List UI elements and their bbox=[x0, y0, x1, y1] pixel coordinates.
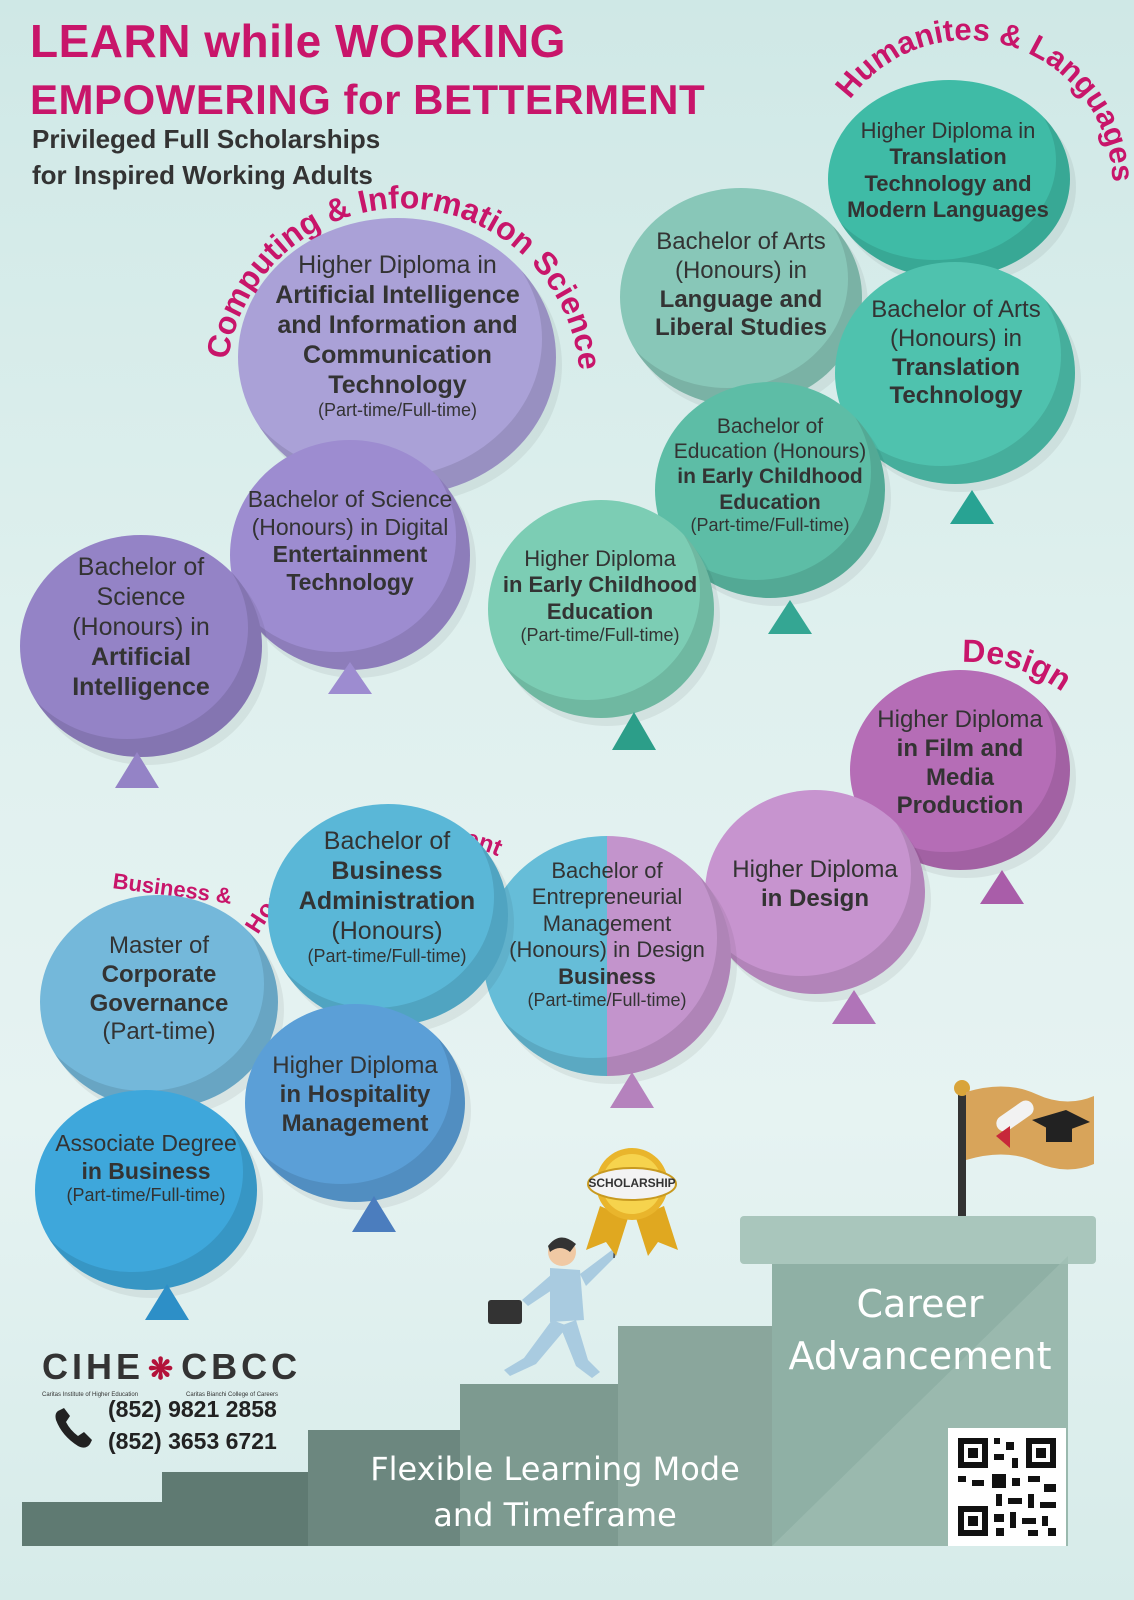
stair-step-3 bbox=[308, 1430, 462, 1546]
balloon-hd-hm bbox=[245, 1004, 465, 1202]
balloon-ba-lls bbox=[620, 188, 862, 406]
balloon-bsc-ai bbox=[20, 535, 262, 757]
balloon-ba-tt-text: Bachelor of Arts (Honours) in Translatio… bbox=[871, 296, 1041, 410]
subheadline-line1: Privileged Full Scholarships bbox=[32, 124, 381, 154]
balloon-ad-bus-knot bbox=[145, 1284, 189, 1320]
balloon-hd-ttml-text: Higher Diploma in Translation Technology… bbox=[847, 118, 1049, 223]
logo-left-caption: Caritas Institute of Higher Education bbox=[42, 1392, 139, 1398]
phone-number-1[interactable]: (852) 9821 2858 bbox=[108, 1396, 277, 1422]
balloon-hd-ece bbox=[488, 500, 714, 718]
balloon-hd-fmp-knot bbox=[980, 870, 1024, 904]
balloon-bsc-det-knot bbox=[328, 662, 372, 694]
stair-top-cap bbox=[740, 1216, 1096, 1264]
stair-step-5 bbox=[618, 1326, 774, 1546]
flag-pole bbox=[958, 1086, 966, 1216]
balloon-hd-design bbox=[705, 790, 925, 994]
balloon-hd-design-text: Higher Diploma in Design bbox=[732, 856, 898, 912]
balloon-bem-db-knot bbox=[610, 1072, 654, 1108]
balloon-bba bbox=[268, 804, 508, 1026]
qr-code-pattern bbox=[958, 1438, 1056, 1536]
balloon-hd-hm-text: Higher Diploma in Hospitality Management bbox=[272, 1052, 438, 1137]
balloon-ad-bus bbox=[35, 1090, 257, 1290]
balloon-bsc-ai-knot bbox=[115, 752, 159, 788]
balloon-hd-fmp-text: Higher Diploma in Film and Media Product… bbox=[877, 706, 1043, 820]
stair-step-2 bbox=[162, 1472, 310, 1546]
stair-step-4 bbox=[460, 1384, 620, 1546]
balloon-bed-ece-text: Bachelor of Education (Honours) in Early… bbox=[673, 415, 867, 535]
phone-number-2[interactable]: (852) 3653 6721 bbox=[108, 1428, 277, 1454]
graduation-cap-icon bbox=[1032, 1110, 1090, 1134]
subheadline-line2: for Inspired Working Adults bbox=[32, 160, 373, 190]
balloon-ad-bus-text: Associate Degree in Business (Part-time/… bbox=[55, 1130, 237, 1206]
balloon-bsc-det-text: Bachelor of Science (Honours) in Digital… bbox=[247, 486, 453, 595]
balloon-hd-ai-ict-text: Higher Diploma in Artificial Intelligenc… bbox=[275, 251, 520, 420]
balloon-hd-hm-knot bbox=[352, 1196, 396, 1232]
balloon-bem-db-text: Bachelor of Entrepreneurial Management (… bbox=[509, 858, 705, 1010]
balloon-bsc-det bbox=[230, 440, 470, 670]
logo-right-caption: Caritas Bianchi College of Careers bbox=[186, 1392, 279, 1398]
cross-icon: ❋ bbox=[148, 1353, 178, 1386]
balloon-hd-design-knot bbox=[832, 990, 876, 1024]
balloon-hd-ttml bbox=[828, 80, 1070, 278]
phone-icon bbox=[55, 1408, 92, 1448]
briefcase-icon bbox=[488, 1300, 522, 1324]
balloon-mcg bbox=[40, 895, 278, 1109]
scholarship-medal-label: SCHOLARSHIP bbox=[588, 1176, 676, 1190]
flag bbox=[966, 1086, 1094, 1170]
balloon-bem-db bbox=[483, 836, 731, 1076]
stair-step-1 bbox=[22, 1502, 162, 1546]
qr-code[interactable] bbox=[948, 1428, 1066, 1546]
balloon-ba-lls-text: Bachelor of Arts (Honours) in Language a… bbox=[654, 228, 828, 342]
balloon-ba-tt-knot bbox=[950, 490, 994, 524]
balloon-bba-text: Bachelor of Business Administration (Hon… bbox=[298, 827, 476, 966]
institution-logo: CIHE❋CBCC bbox=[42, 1346, 302, 1387]
scholarship-medal bbox=[586, 1148, 678, 1256]
balloon-mcg-text: Master of Corporate Governance (Part-tim… bbox=[89, 932, 229, 1046]
balloon-bed-ece-knot bbox=[768, 600, 812, 634]
balloon-hd-ece-text: Higher Diploma in Early Childhood Educat… bbox=[502, 546, 698, 646]
flexible-learning-text: Flexible Learning Mode and Timeframe bbox=[370, 1450, 740, 1534]
balloon-bsc-ai-text: Bachelor of Science (Honours) in Artific… bbox=[72, 553, 210, 701]
diploma-icon bbox=[996, 1100, 1034, 1132]
headline-line1: LEARN while WORKING bbox=[30, 15, 566, 67]
balloon-hd-ece-knot bbox=[612, 712, 656, 750]
businessman-illustration bbox=[488, 1237, 616, 1378]
headline-line2: EMPOWERING for BETTERMENT bbox=[30, 76, 706, 123]
career-advancement-text: Career Advancement bbox=[788, 1282, 1052, 1378]
